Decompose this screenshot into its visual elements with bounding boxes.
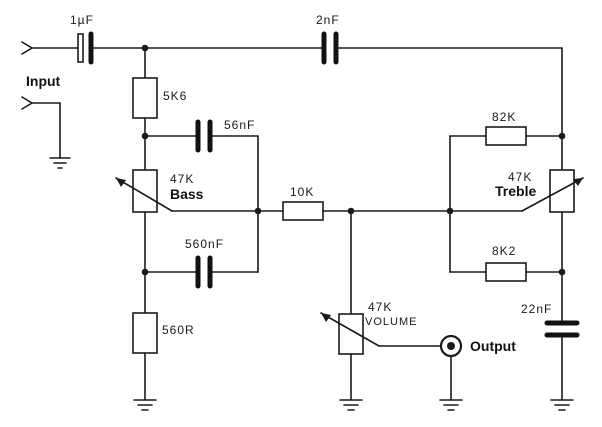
input-terminal-top bbox=[21, 41, 79, 55]
junction-dot bbox=[141, 132, 149, 140]
ground-symbol-input bbox=[49, 157, 71, 169]
capacitor-1uf-label: 1µF bbox=[70, 13, 94, 27]
treble-potentiometer bbox=[449, 135, 584, 273]
junction-dot bbox=[558, 268, 566, 276]
junction-dot bbox=[347, 207, 355, 215]
resistor-82k-label: 82K bbox=[492, 110, 516, 124]
treble-name-label: Treble bbox=[495, 183, 536, 199]
capacitor-560nf bbox=[144, 255, 259, 289]
ground-symbol-volume bbox=[339, 399, 363, 411]
resistor-5k6-label: 5K6 bbox=[163, 89, 187, 103]
volume-value-label: 47K bbox=[368, 300, 392, 314]
volume-potentiometer bbox=[320, 210, 441, 401]
resistor-82k bbox=[485, 126, 527, 146]
resistor-8k2 bbox=[485, 262, 527, 282]
bass-potentiometer bbox=[115, 169, 259, 314]
bass-value-label: 47K bbox=[170, 172, 194, 186]
input-label: Input bbox=[26, 73, 61, 89]
resistor-8k2-label: 8K2 bbox=[492, 244, 516, 258]
resistor-10k bbox=[282, 201, 324, 221]
output-label: Output bbox=[470, 338, 516, 354]
resistor-10k-label: 10K bbox=[290, 185, 314, 199]
junction-dot bbox=[254, 207, 262, 215]
resistor-560r-label: 560R bbox=[162, 323, 195, 337]
junction-dot bbox=[446, 207, 454, 215]
capacitor-56nf bbox=[144, 119, 259, 273]
junction-dot bbox=[558, 132, 566, 140]
capacitor-56nf-label: 56nF bbox=[224, 118, 255, 132]
output-jack bbox=[439, 334, 463, 411]
volume-name-label: VOLUME bbox=[365, 316, 417, 328]
junction-dot bbox=[141, 44, 149, 52]
ground-symbol-bass bbox=[133, 399, 157, 411]
junction-dot bbox=[141, 268, 149, 276]
capacitor-2nf bbox=[144, 31, 563, 137]
capacitor-22nf bbox=[544, 271, 580, 411]
treble-value-label: 47K bbox=[508, 170, 532, 184]
bass-name-label: Bass bbox=[170, 186, 204, 202]
resistor-5k6 bbox=[132, 77, 158, 119]
capacitor-22nf-label: 22nF bbox=[521, 302, 552, 316]
input-terminal-bottom bbox=[21, 96, 61, 159]
capacitor-2nf-label: 2nF bbox=[316, 13, 340, 27]
resistor-560r bbox=[132, 312, 158, 354]
capacitor-1uf bbox=[77, 31, 146, 65]
capacitor-560nf-label: 560nF bbox=[185, 237, 224, 251]
